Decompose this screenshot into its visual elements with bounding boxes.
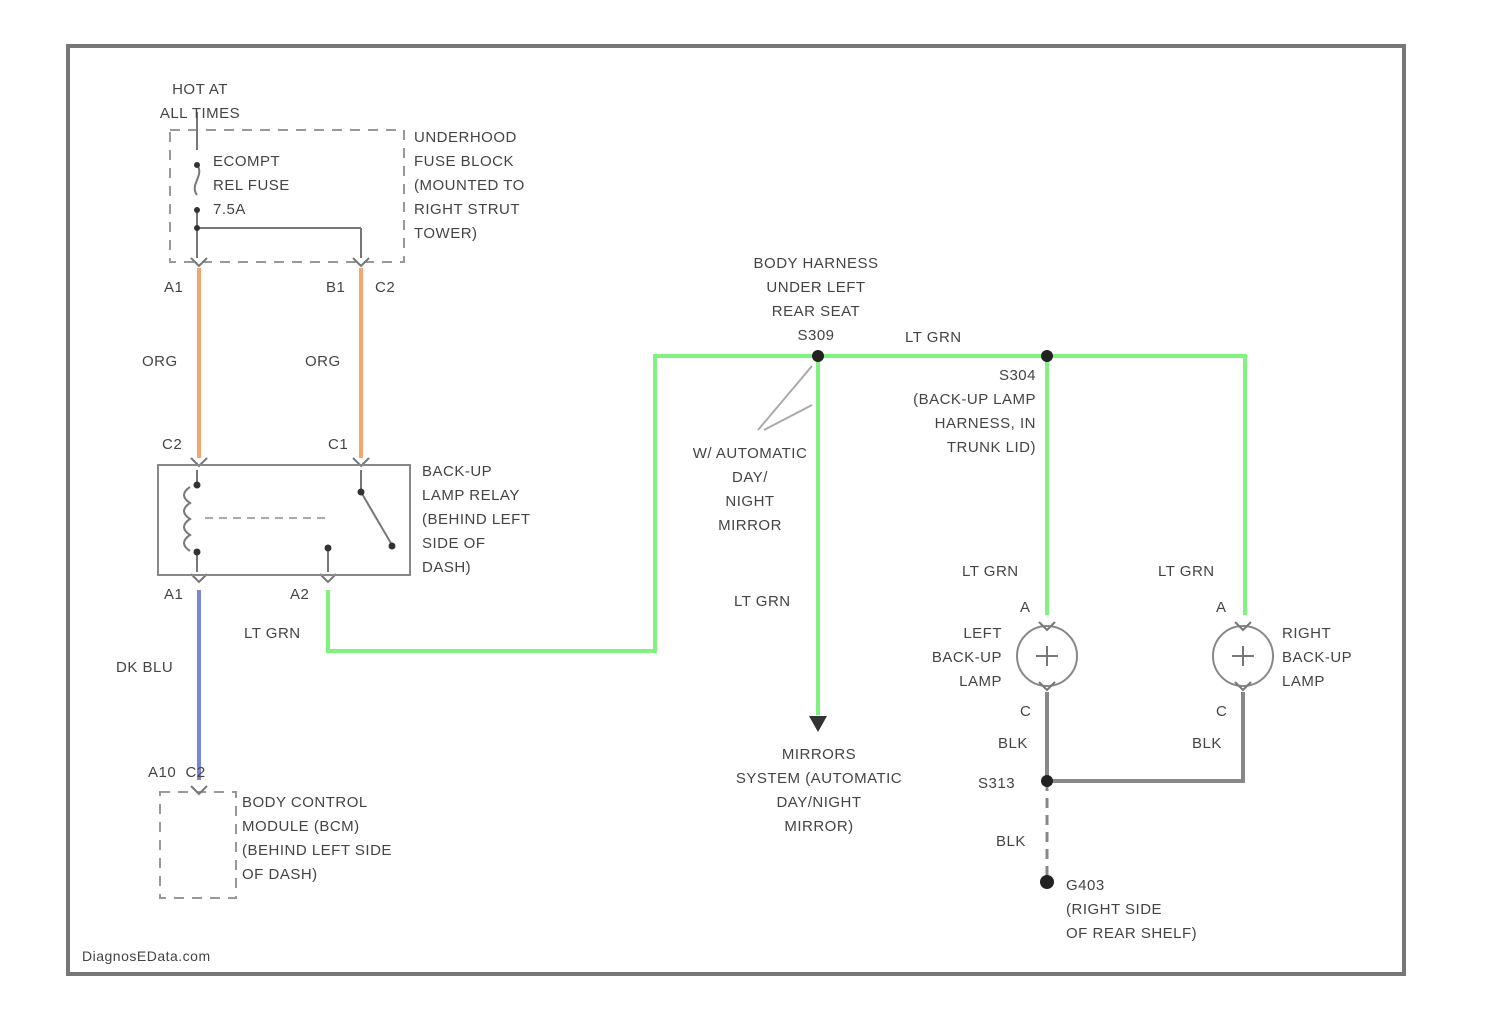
ground-label: G403 (RIGHT SIDE OF REAR SHELF) xyxy=(1066,874,1197,946)
watermark: DiagnosEData.com xyxy=(82,944,211,968)
wire-lt-grn-top-label: LT GRN xyxy=(905,326,962,350)
right-lamp-label: RIGHT BACK-UP LAMP xyxy=(1282,622,1352,694)
hot-at-all-times-label: HOT AT ALL TIMES xyxy=(140,78,260,126)
pin-c2-relay: C2 xyxy=(162,433,182,457)
pin-a1-relay: A1 xyxy=(164,583,183,607)
splice-lamp-label: S304 (BACK-UP LAMP HARNESS, IN TRUNK LID… xyxy=(850,364,1036,460)
bcm-label: BODY CONTROL MODULE (BCM) (BEHIND LEFT S… xyxy=(242,791,392,887)
left-lamp-label: LEFT BACK-UP LAMP xyxy=(894,622,1002,694)
mirror-arrow xyxy=(809,716,827,732)
relay-coil xyxy=(184,470,392,572)
pin-a-left-lamp: A xyxy=(1020,596,1031,620)
wire-blk-lower-label: BLK xyxy=(996,830,1026,854)
bcm-pins-label: A10 C2 xyxy=(148,761,206,785)
leader-lines xyxy=(758,366,812,430)
relay-label: BACK-UP LAMP RELAY (BEHIND LEFT SIDE OF … xyxy=(422,460,531,580)
pin-a-right-lamp: A xyxy=(1216,596,1227,620)
lamp-chevrons xyxy=(1039,622,1251,690)
wire-blk-right-label: BLK xyxy=(1192,732,1222,756)
pin-c-right-lamp: C xyxy=(1216,700,1227,724)
pin-b1: B1 xyxy=(326,276,345,300)
relay-box xyxy=(158,465,410,575)
pin-c2-top: C2 xyxy=(375,276,395,300)
wire-lt-grn-right-lamp-label: LT GRN xyxy=(1158,560,1215,584)
wire-lt-grn-left-lamp-label: LT GRN xyxy=(962,560,1019,584)
left-lamp-symbol xyxy=(1017,626,1077,686)
bcm-outline xyxy=(160,792,236,898)
mirrors-label: MIRRORS SYSTEM (AUTOMATIC DAY/NIGHT MIRR… xyxy=(700,743,938,839)
fuse-block-label: UNDERHOOD FUSE BLOCK (MOUNTED TO RIGHT S… xyxy=(414,126,525,246)
pin-a2-relay: A2 xyxy=(290,583,309,607)
wire-org-left-label: ORG xyxy=(142,350,178,374)
splice-ground-label: S313 xyxy=(978,772,1015,796)
pin-c-left-lamp: C xyxy=(1020,700,1031,724)
splice-top-label: BODY HARNESS UNDER LEFT REAR SEAT S309 xyxy=(706,252,926,348)
fuse-label: ECOMPT REL FUSE 7.5A xyxy=(213,150,290,222)
autodim-label: W/ AUTOMATIC DAY/ NIGHT MIRROR xyxy=(666,442,834,538)
wire-dk-blu-label: DK BLU xyxy=(116,656,173,680)
wire-org-right-label: ORG xyxy=(305,350,341,374)
pin-c1-relay: C1 xyxy=(328,433,348,457)
wire-lt-grn-mid-label: LT GRN xyxy=(734,590,791,614)
wire-blk-left-label: BLK xyxy=(998,732,1028,756)
right-lamp-symbol xyxy=(1213,626,1273,686)
pin-a1-top: A1 xyxy=(164,276,183,300)
wire-lt-grn-relay-label: LT GRN xyxy=(244,622,301,646)
connector-chevrons xyxy=(191,258,369,582)
